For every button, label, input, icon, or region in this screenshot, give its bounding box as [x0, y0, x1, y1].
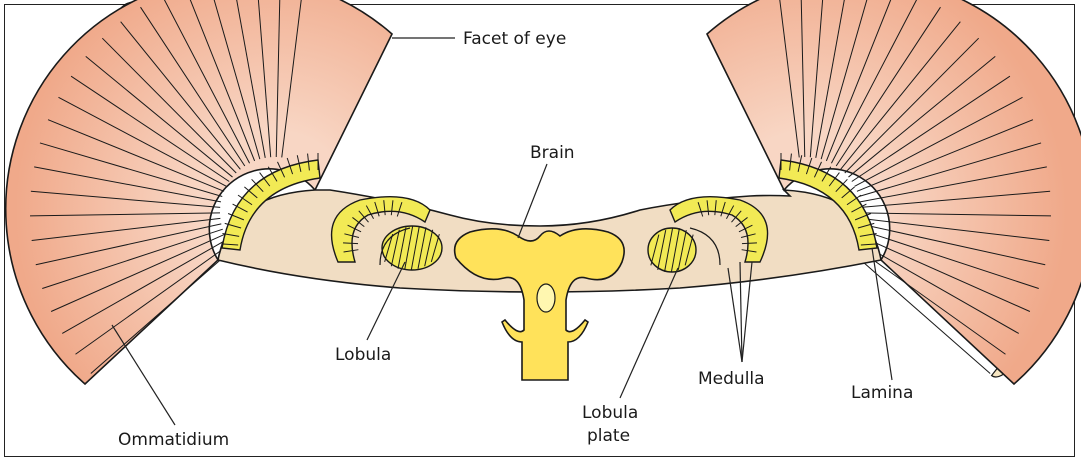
label-facet-of-eye: Facet of eye: [463, 29, 566, 49]
leader-ommatidium: [112, 325, 175, 425]
label-medulla: Medulla: [698, 369, 765, 389]
brain-foramen: [537, 284, 555, 312]
label-brain: Brain: [530, 143, 575, 163]
label-lobula-plate-line1: Lobula: [582, 403, 638, 423]
label-lobula-plate-line2: plate: [587, 426, 630, 446]
label-ommatidium: Ommatidium: [118, 430, 229, 450]
right-ommatidia-fan: [707, 0, 1081, 384]
label-lamina: Lamina: [851, 383, 913, 403]
label-lobula: Lobula: [335, 345, 391, 365]
right-eye: [707, 0, 1081, 384]
